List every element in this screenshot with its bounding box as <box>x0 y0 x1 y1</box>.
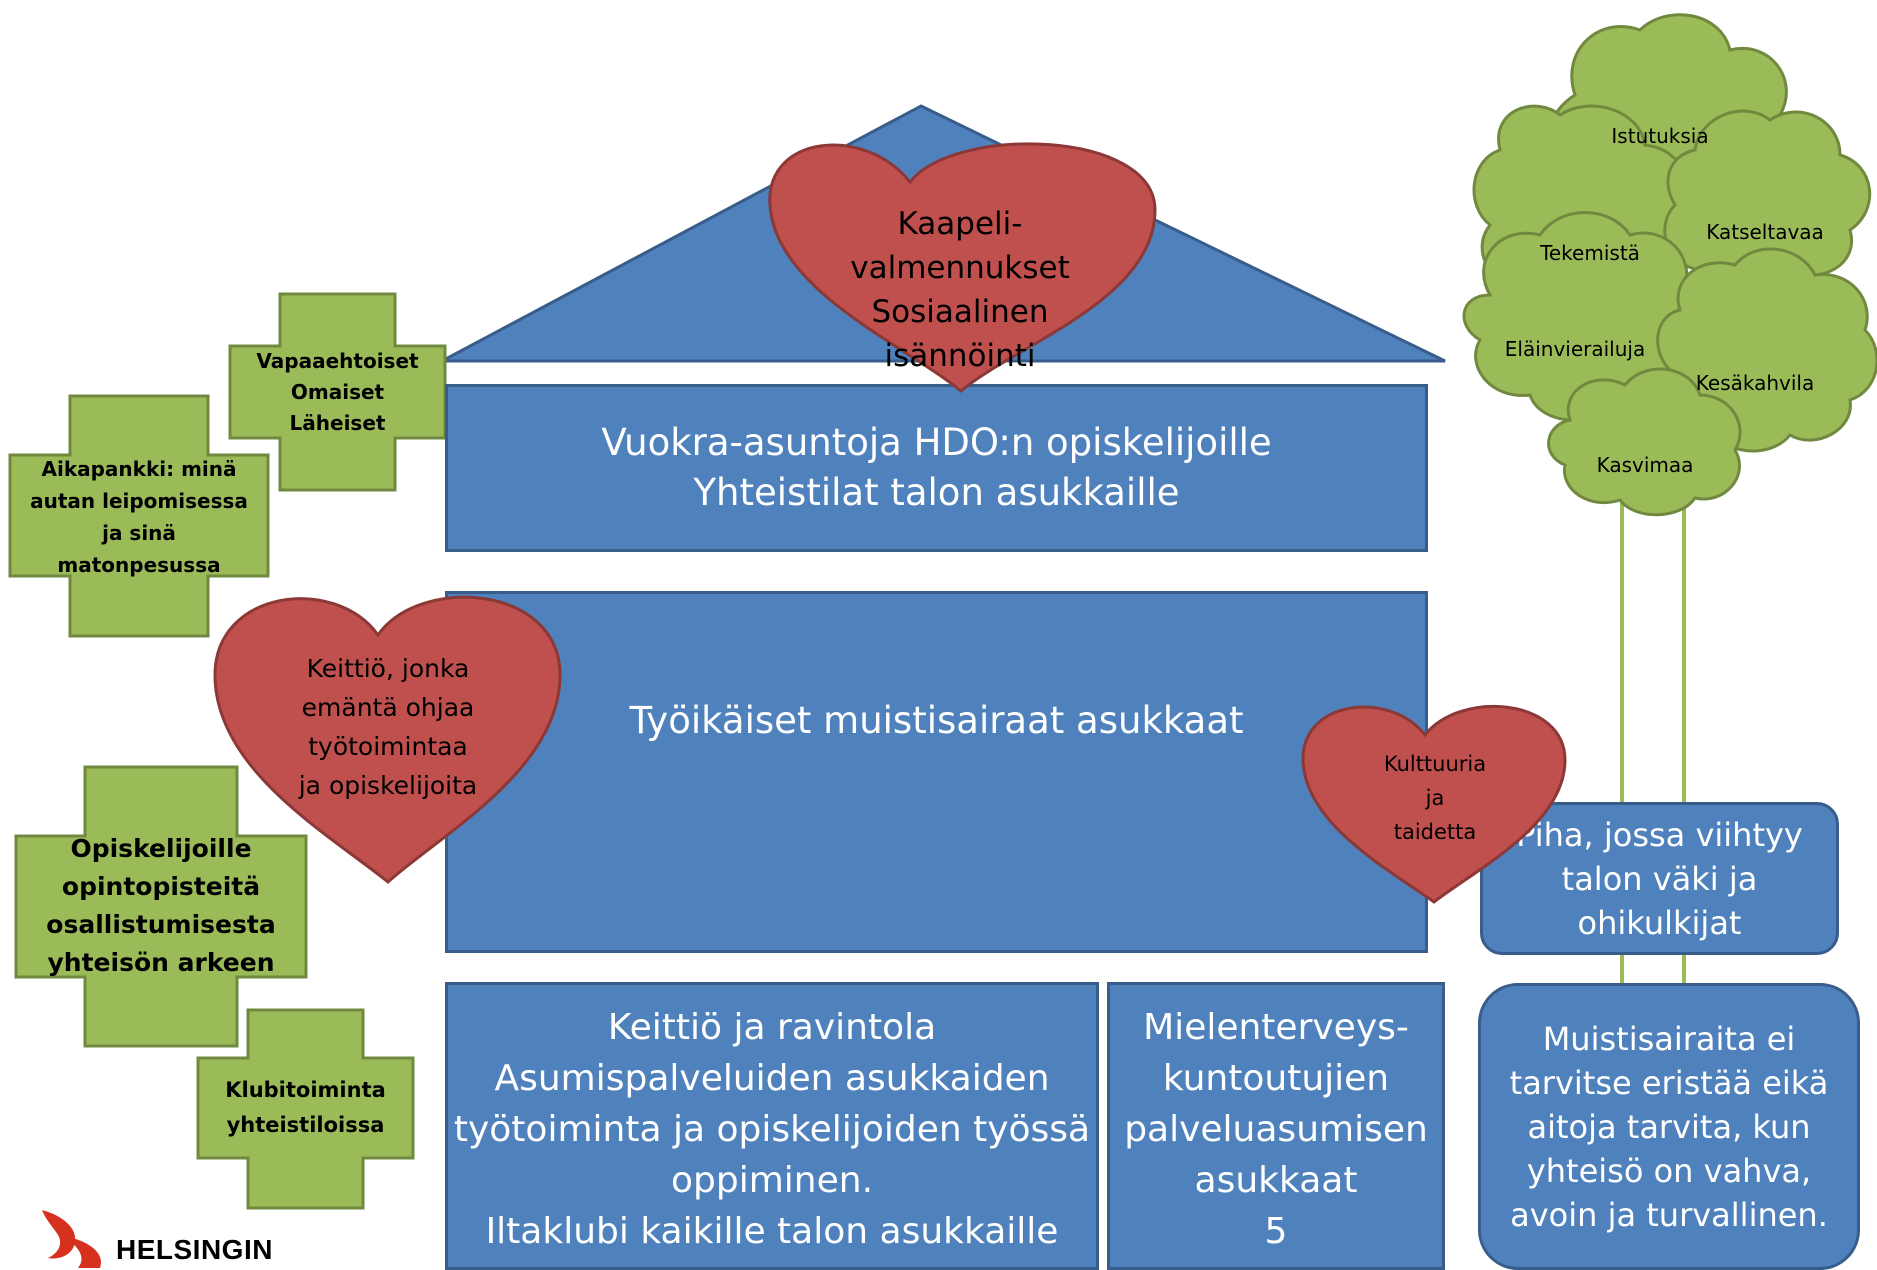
heart-kitchen <box>213 595 562 884</box>
no-fences-line-4: yhteisö on vahva, <box>1526 1151 1812 1190</box>
tree-label-istutuksia: Istutuksia <box>1590 120 1730 152</box>
heart-kitchen-label: Keittiö, jonka emäntä ohjaa työtoimintaa… <box>258 648 518 806</box>
cross-students <box>14 765 308 1048</box>
cloud-katseltavaa <box>1663 109 1872 294</box>
house-floor-top: Vuokra-asuntoja HDO:n opiskelijoille Yht… <box>445 384 1428 552</box>
cross-time-bank-label: Aikapankki: minä autan leipomisessa ja s… <box>10 450 268 584</box>
no-fences-line-1: Muistisairaita ei <box>1542 1019 1796 1058</box>
heart-roof <box>768 142 1157 393</box>
club-line-1: Klubitoiminta <box>225 1078 386 1102</box>
cross-time-bank <box>8 394 270 638</box>
time-bank-line-3: ja sinä <box>102 521 176 545</box>
ground-left-line-5: Iltaklubi kaikille talon asukkaille <box>485 1210 1059 1252</box>
tree-crown <box>1462 13 1877 517</box>
tree-label-istutuksia-text: Istutuksia <box>1611 124 1709 148</box>
students-line-2: opintopisteitä <box>61 872 261 901</box>
heart-culture-line-3: taidetta <box>1393 819 1477 844</box>
floor-top-line-1: Vuokra-asuntoja HDO:n opiskelijoille <box>601 421 1272 464</box>
time-bank-line-1: Aikapankki: minä <box>41 457 237 481</box>
heart-culture-line-1: Kulttuuria <box>1383 751 1487 776</box>
volunteers-line-3: Läheiset <box>289 410 386 435</box>
ground-right-line-5: 5 <box>1264 1210 1288 1252</box>
heart-roof-label: Kaapeli- valmennukset Sosiaalinen isännö… <box>810 200 1110 380</box>
heart-roof-line-1: Kaapeli- <box>897 206 1023 242</box>
tree-label-tekemista: Tekemistä <box>1520 237 1660 269</box>
tree-label-tekemista-text: Tekemistä <box>1540 241 1640 265</box>
tree-label-kesakahvila: Kesäkahvila <box>1680 367 1830 399</box>
no-fences-line-2: tarvitse eristää eikä <box>1509 1063 1829 1102</box>
ground-left-line-4: oppiminen. <box>670 1159 874 1201</box>
house-floor-ground-right: Mielenterveys- kuntoutujien palveluasumi… <box>1107 982 1445 1270</box>
heart-kitchen-line-3: työtoimintaa <box>308 732 468 761</box>
tree-label-kesakahvila-text: Kesäkahvila <box>1695 371 1815 395</box>
logo-text: HELSINGIN <box>116 1234 273 1265</box>
helsingin-logo-icon <box>42 1210 102 1268</box>
heart-culture-label: Kulttuuria ja taidetta <box>1355 745 1515 850</box>
tree-label-kasvimaa: Kasvimaa <box>1580 449 1710 481</box>
ground-right-line-4: asukkaat <box>1194 1159 1358 1201</box>
heart-roof-line-2: valmennukset <box>850 250 1070 286</box>
students-line-3: osallistumisesta <box>46 910 276 939</box>
house-floor-middle: Työikäiset muistisairaat asukkaat <box>445 591 1428 953</box>
no-fences-line-5: avoin ja turvallinen. <box>1510 1195 1828 1234</box>
tree-label-kasvimaa-text: Kasvimaa <box>1596 453 1694 477</box>
ground-left-line-1: Keittiö ja ravintola <box>607 1006 937 1048</box>
courtyard-box: Piha, jossa viihtyy talon väki ja ohikul… <box>1480 802 1839 955</box>
courtyard-line-2: talon väki ja <box>1561 859 1758 898</box>
time-bank-line-4: matonpesussa <box>57 553 221 577</box>
heart-roof-line-4: isännöinti <box>884 338 1036 374</box>
tree-label-elainvierailuja-text: Eläinvierailuja <box>1504 337 1646 361</box>
time-bank-line-2: autan leipomisessa <box>30 489 248 513</box>
heart-culture <box>1301 705 1567 904</box>
tree-label-katseltavaa-text: Katseltavaa <box>1706 220 1824 244</box>
heart-culture-line-2: ja <box>1425 785 1445 810</box>
cross-club-label: Klubitoiminta yhteistiloissa <box>198 1058 413 1158</box>
courtyard-line-3: ohikulkijat <box>1577 903 1742 942</box>
ground-left-line-2: Asumispalveluiden asukkaiden <box>494 1057 1050 1099</box>
ground-left-line-3: työtoiminta ja opiskelijoiden työssä <box>453 1108 1091 1150</box>
tree-label-elainvierailuja: Eläinvierailuja <box>1490 333 1660 365</box>
heart-kitchen-line-1: Keittiö, jonka <box>306 654 470 683</box>
cross-students-label: Opiskelijoille opintopisteitä osallistum… <box>16 830 306 982</box>
floor-top-line-2: Yhteistilat talon asukkaille <box>693 471 1180 514</box>
tree-label-katseltavaa: Katseltavaa <box>1690 216 1840 248</box>
cross-club <box>196 1008 415 1210</box>
ground-right-line-2: kuntoutujien <box>1162 1057 1390 1099</box>
students-line-1: Opiskelijoille <box>70 834 252 863</box>
ground-right-line-3: palveluasumisen <box>1124 1108 1428 1150</box>
volunteers-line-2: Omaiset <box>290 379 385 404</box>
club-line-2: yhteistiloissa <box>226 1113 385 1137</box>
heart-kitchen-line-4: ja opiskelijoita <box>298 771 478 800</box>
floor-middle-line-1: Työikäiset muistisairaat asukkaat <box>629 699 1244 742</box>
house-floor-ground-left: Keittiö ja ravintola Asumispalveluiden a… <box>445 982 1099 1270</box>
cross-volunteers-label: Vapaaehtoiset Omaiset Läheiset <box>230 344 445 440</box>
volunteers-line-1: Vapaaehtoiset <box>256 348 419 373</box>
ground-right-line-1: Mielenterveys- <box>1143 1006 1409 1048</box>
no-fences-box: Muistisairaita ei tarvitse eristää eikä … <box>1478 983 1860 1270</box>
cross-volunteers <box>228 292 447 492</box>
cloud-kasvimaa <box>1547 367 1742 517</box>
heart-kitchen-line-2: emäntä ohjaa <box>301 693 475 722</box>
no-fences-line-3: aitoja tarvita, kun <box>1527 1107 1811 1146</box>
courtyard-line-1: Piha, jossa viihtyy <box>1516 815 1803 854</box>
heart-roof-line-3: Sosiaalinen <box>871 294 1049 330</box>
students-line-4: yhteisön arkeen <box>47 948 275 977</box>
